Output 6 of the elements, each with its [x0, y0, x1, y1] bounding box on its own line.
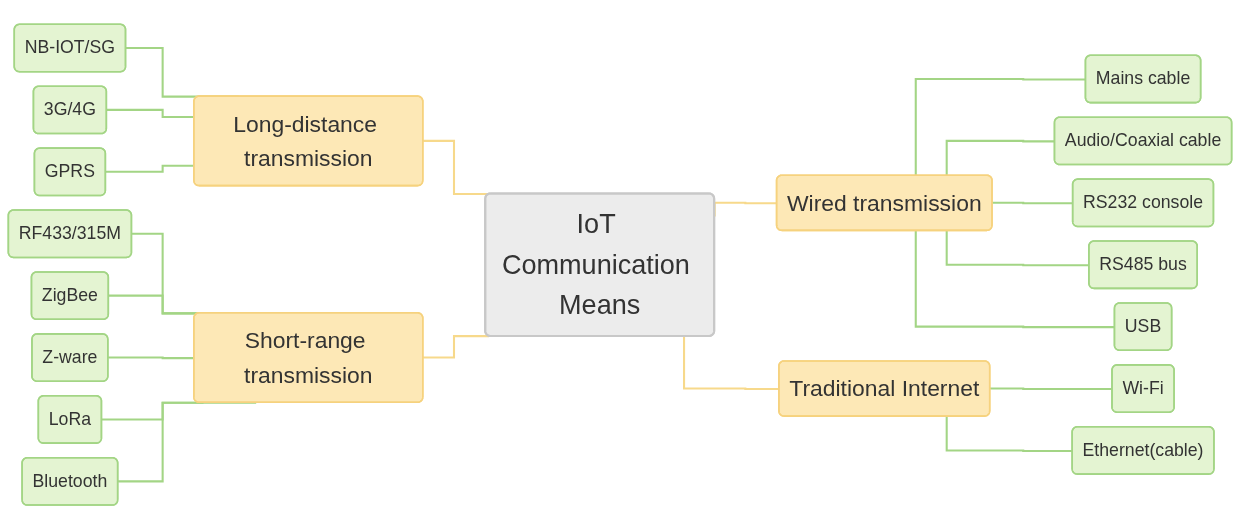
- connector: [945, 416, 1073, 453]
- connector: [914, 231, 1115, 329]
- connector: [945, 140, 1055, 176]
- connector: [989, 387, 1113, 391]
- connector: [422, 335, 489, 360]
- connector: [914, 78, 1086, 176]
